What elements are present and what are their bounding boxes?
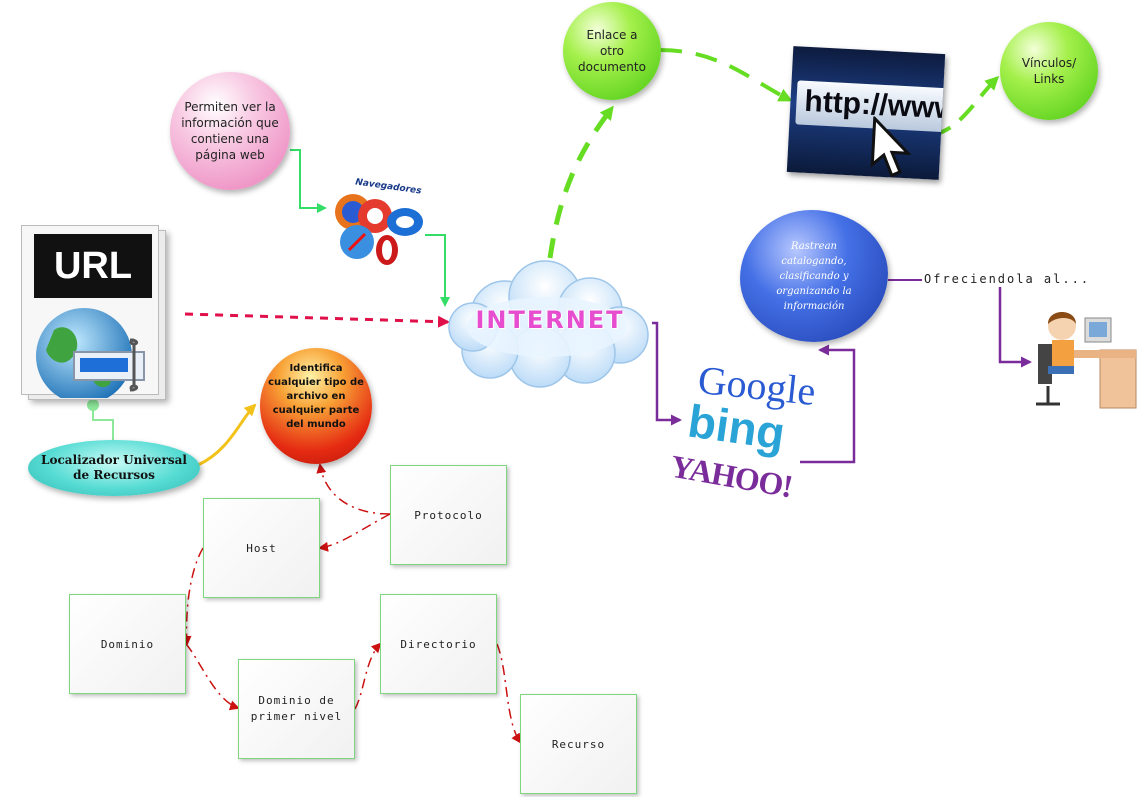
primer-nivel-label: Dominio de primer nivel xyxy=(250,694,343,723)
connector-host-to-dominio xyxy=(181,547,204,646)
connector-internet-to-search xyxy=(652,321,682,426)
search-purpose-bubble: Rastrean catalogando, clasificando y org… xyxy=(740,210,888,342)
box-host[interactable]: Host xyxy=(203,498,320,598)
host-label: Host xyxy=(246,541,277,555)
localizador-oval: Localizador Universal de Recursos xyxy=(28,440,200,496)
internet-label: Internet xyxy=(475,306,625,334)
box-recurso[interactable]: Recurso xyxy=(520,694,637,794)
connector-dot xyxy=(87,399,99,411)
box-protocolo[interactable]: Protocolo xyxy=(390,465,507,565)
internet-cloud xyxy=(448,260,649,388)
connector-protocolo-to-identifies xyxy=(316,463,391,515)
link-doc-bubble[interactable]: Enlace a otro documento xyxy=(563,2,661,100)
url-document-icon: URL xyxy=(18,222,168,402)
connector-browsers-to-internet xyxy=(425,234,450,307)
identifies-text: Identifica cualquier tipo de archivo en … xyxy=(268,363,364,430)
connector-internet-to-link-doc xyxy=(547,105,614,259)
protocolo-label: Protocolo xyxy=(414,508,483,522)
localizador-text: Localizador Universal de Recursos xyxy=(41,453,187,482)
browsers-purpose-bubble: Permiten ver la información que contiene… xyxy=(170,72,290,190)
user-at-computer-icon xyxy=(1036,312,1137,409)
browser-logos-icon xyxy=(335,194,423,265)
recurso-label: Recurso xyxy=(551,737,606,751)
search-purpose-text: Rastrean catalogando, clasificando y org… xyxy=(776,240,852,312)
connector-url-to-internet xyxy=(184,312,450,328)
offering-text: Ofreciendola al... xyxy=(924,272,1091,286)
connector-protocolo-to-host xyxy=(318,513,391,552)
http-address-image: http://www xyxy=(786,46,946,180)
connector-primer-nivel-to-directorio xyxy=(354,642,382,710)
links-bubble[interactable]: Vínculos/ Links xyxy=(1000,22,1098,120)
search-engines-logos: Google bing YAHOO! xyxy=(660,357,818,512)
globe-icon xyxy=(36,308,145,398)
url-label: URL xyxy=(53,244,133,287)
connector-offering-to-user xyxy=(998,287,1032,368)
connector-link-doc-to-http xyxy=(659,48,793,102)
connector-search-to-purpose xyxy=(800,344,856,464)
box-primer-nivel[interactable]: Dominio de primer nivel xyxy=(238,659,355,759)
connector-url-to-localizador xyxy=(92,405,114,440)
link-doc-text: Enlace a otro documento xyxy=(578,28,646,74)
box-directorio[interactable]: Directorio xyxy=(380,594,497,694)
dominio-label: Dominio xyxy=(100,637,155,651)
browsers-icon-group: Navegadores xyxy=(325,177,430,272)
box-dominio[interactable]: Dominio xyxy=(69,594,186,694)
cursor-icon xyxy=(870,116,912,178)
directorio-label: Directorio xyxy=(400,637,477,651)
connector-localizador-to-identifies xyxy=(197,403,257,467)
browsers-purpose-text: Permiten ver la información que contiene… xyxy=(181,100,279,162)
links-text: Vínculos/ Links xyxy=(1021,56,1077,86)
connector-directorio-to-recurso xyxy=(496,643,522,744)
connector-dominio-to-primer-nivel xyxy=(185,643,240,711)
identifies-bubble: Identifica cualquier tipo de archivo en … xyxy=(260,348,372,464)
connector-purpose-to-browsers xyxy=(290,149,327,213)
